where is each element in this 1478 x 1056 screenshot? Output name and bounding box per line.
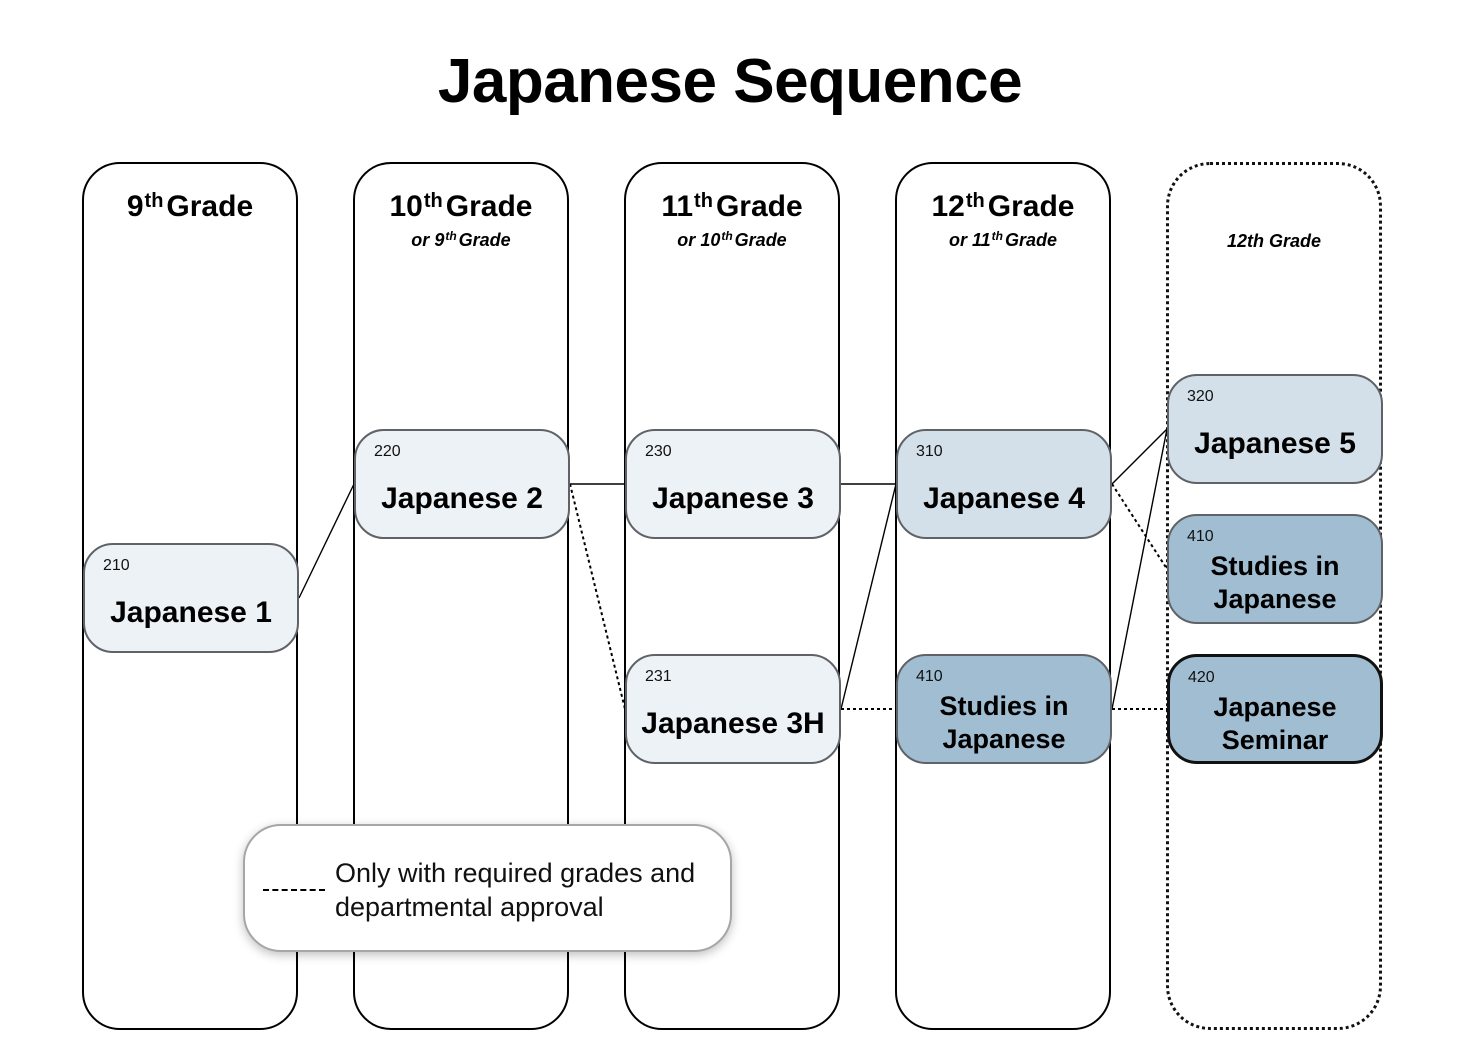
course-name: Japanese 4: [923, 481, 1085, 515]
course-code: 310: [916, 443, 943, 460]
course-name: Japanese 3H: [641, 706, 825, 740]
course-code: 420: [1188, 669, 1215, 686]
course-japanese-2[interactable]: 220 Japanese 2: [354, 429, 570, 539]
course-code: 320: [1187, 388, 1214, 405]
connector-japanese4-to-japanese5: [1111, 428, 1168, 485]
course-code: 410: [916, 668, 943, 685]
course-name: Japanese 1: [110, 595, 272, 629]
connector-japanese2-to-japanese3h: [569, 483, 626, 710]
course-japanese-1[interactable]: 210 Japanese 1: [83, 543, 299, 653]
column-subheading: 12th Grade: [1226, 231, 1322, 251]
course-japanese-4[interactable]: 310 Japanese 4: [896, 429, 1112, 539]
page-title: Japanese Sequence: [437, 47, 1023, 116]
course-name: Japanese 5: [1194, 426, 1356, 460]
course-code: 231: [645, 668, 672, 685]
connector-japanese4-to-studies_extra: [1111, 483, 1168, 570]
connector-japanese1-to-japanese2: [298, 483, 355, 599]
course-name: Japanese 2: [381, 481, 543, 515]
connector-japanese3h-to-japanese4: [840, 483, 897, 710]
course-code: 220: [374, 443, 401, 460]
course-code: 210: [103, 557, 130, 574]
course-japanese-3h[interactable]: 231 Japanese 3H: [625, 654, 841, 764]
course-japanese-5[interactable]: 320 Japanese 5: [1167, 374, 1383, 484]
legend-dotted-line: [263, 889, 325, 891]
connector-studies12-to-japanese5: [1111, 428, 1168, 710]
course-code: 410: [1187, 528, 1214, 545]
course-name: Japanese 3: [652, 481, 814, 515]
course-code: 230: [645, 443, 672, 460]
course-japanese-3[interactable]: 230 Japanese 3: [625, 429, 841, 539]
